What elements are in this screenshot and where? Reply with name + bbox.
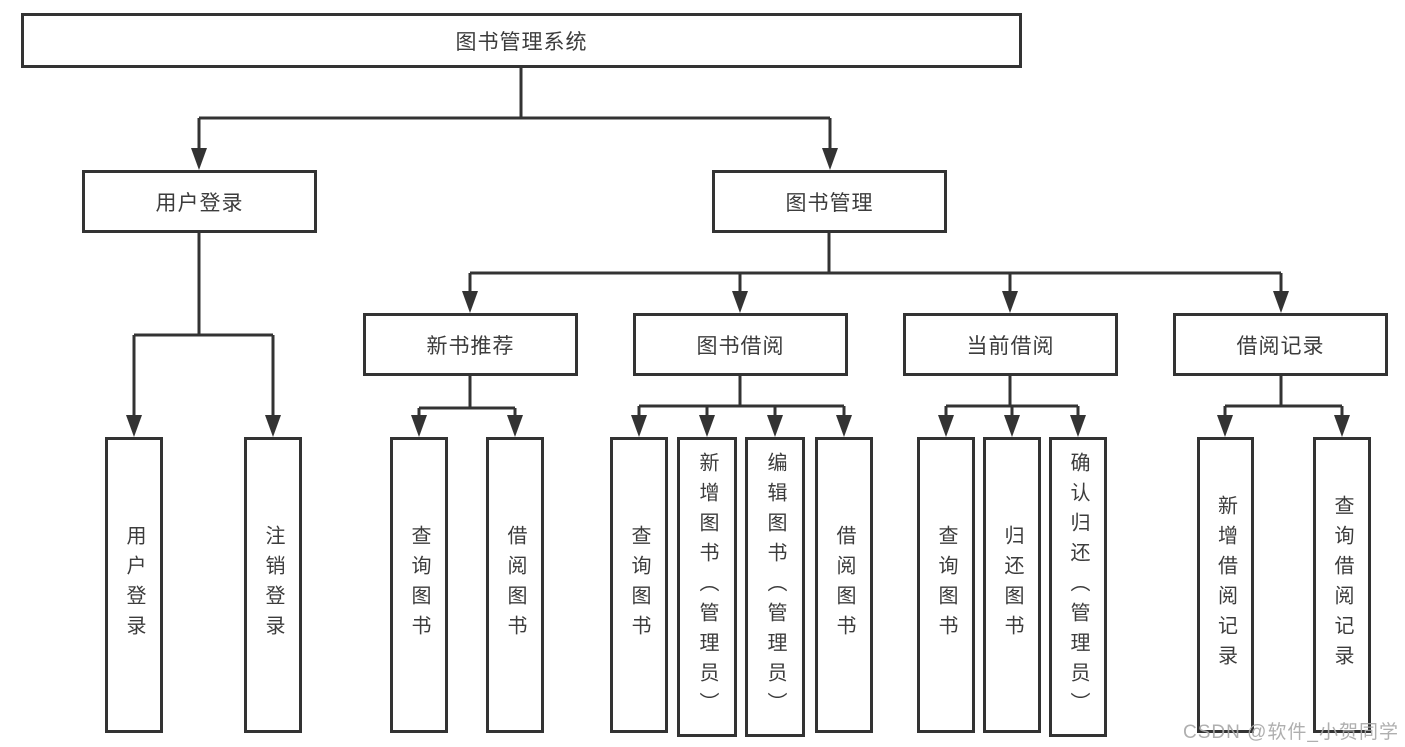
node-book-borrowing: 图书借阅 xyxy=(633,313,848,376)
arrowhead xyxy=(1070,415,1086,437)
arrowhead xyxy=(1334,415,1350,437)
node-borrowing-records: 借阅记录 xyxy=(1173,313,1388,376)
arrowhead xyxy=(1273,291,1289,313)
leaf-nb-borrow-books: 借阅图书 xyxy=(486,437,544,733)
leaf-br-query-record: 查询借阅记录 xyxy=(1313,437,1371,733)
connector-root xyxy=(197,68,832,148)
arrowhead xyxy=(631,415,647,437)
leaf-label: 查询图书 xyxy=(935,525,957,645)
leaf-label: 用户登录 xyxy=(123,525,145,645)
arrowhead xyxy=(1002,291,1018,313)
leaf-logout: 注销登录 xyxy=(244,437,302,733)
arrowhead xyxy=(1004,415,1020,437)
leaf-bb-query-books: 查询图书 xyxy=(610,437,668,733)
leaf-label: 编辑图书（管理员） xyxy=(764,452,786,722)
node-library-management-system: 图书管理系统 xyxy=(21,13,1022,68)
arrowheads xyxy=(126,148,1350,437)
csdn-watermark: CSDN @软件_小贺同学 xyxy=(1183,722,1399,743)
leaf-label: 查询图书 xyxy=(408,525,430,645)
arrowhead xyxy=(191,148,207,170)
arrowhead xyxy=(767,415,783,437)
connector-borrow-records xyxy=(1223,376,1344,415)
leaf-label: 借阅图书 xyxy=(833,525,855,645)
leaf-label: 查询图书 xyxy=(628,525,650,645)
leaf-label: 归还图书 xyxy=(1001,525,1023,645)
arrowhead xyxy=(732,291,748,313)
leaf-label: 新增图书（管理员） xyxy=(696,452,718,722)
leaf-nb-query-books: 查询图书 xyxy=(390,437,448,733)
arrowhead xyxy=(822,148,838,170)
leaf-bb-borrow-books: 借阅图书 xyxy=(815,437,873,733)
leaf-label: 查询借阅记录 xyxy=(1331,495,1353,675)
connector-current-borrow xyxy=(944,376,1080,415)
leaf-cb-return-books: 归还图书 xyxy=(983,437,1041,733)
leaf-bb-add-books-admin: 新增图书（管理员） xyxy=(677,437,737,737)
arrowhead xyxy=(1217,415,1233,437)
arrowhead xyxy=(836,415,852,437)
connector-book-borrow xyxy=(637,376,846,415)
node-new-book-recommend: 新书推荐 xyxy=(363,313,578,376)
leaf-label: 注销登录 xyxy=(262,525,284,645)
leaf-user-login: 用户登录 xyxy=(105,437,163,733)
leaf-bb-edit-books-admin: 编辑图书（管理员） xyxy=(745,437,805,737)
leaf-label: 新增借阅记录 xyxy=(1214,495,1237,675)
leaf-label: 确认归还（管理员） xyxy=(1067,452,1089,722)
arrowhead xyxy=(507,415,523,437)
leaf-label: 借阅图书 xyxy=(504,525,526,645)
node-book-management: 图书管理 xyxy=(712,170,947,233)
connector-user-login xyxy=(132,233,275,415)
leaf-cb-query-books: 查询图书 xyxy=(917,437,975,733)
arrowhead xyxy=(265,415,281,437)
node-user-login: 用户登录 xyxy=(82,170,317,233)
node-current-borrowing: 当前借阅 xyxy=(903,313,1118,376)
connector-book-management xyxy=(468,233,1283,291)
arrowhead xyxy=(462,291,478,313)
arrowhead xyxy=(126,415,142,437)
arrowhead xyxy=(938,415,954,437)
arrowhead xyxy=(699,415,715,437)
leaf-cb-confirm-return-admin: 确认归还（管理员） xyxy=(1049,437,1107,737)
arrowhead xyxy=(411,415,427,437)
connector-new-book-rec xyxy=(417,376,517,415)
leaf-br-add-record: 新增借阅记录 xyxy=(1197,437,1254,733)
